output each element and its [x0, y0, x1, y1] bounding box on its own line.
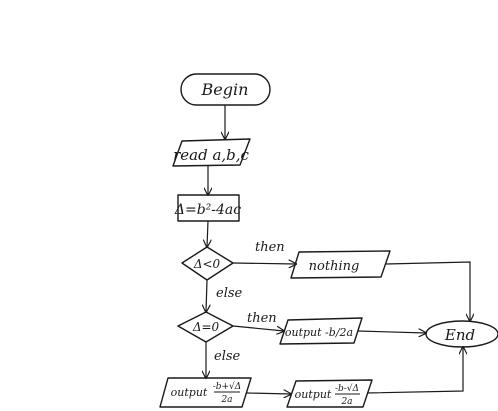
arrow-decision-negative-then — [232, 263, 296, 264]
output-plus-root-label: output — [171, 386, 208, 399]
arrow-single-root-to-end — [357, 331, 426, 333]
arrow-plus-root-to-minus-root — [246, 393, 291, 394]
output-plus-root-denominator: 2a — [220, 395, 232, 405]
decision-delta-negative-label: Δ<0 — [193, 257, 221, 271]
then-label-2: then — [247, 311, 277, 326]
decision-delta-zero-label: Δ=0 — [192, 320, 220, 334]
begin-label: Begin — [201, 80, 249, 99]
delta-process-label: Δ=b²-4ac — [174, 202, 241, 218]
output-minus-root-numerator: -b-√Δ — [335, 383, 359, 394]
output-plus-root-parallelogram — [159, 377, 252, 408]
arrow-nothing-to-end — [385, 261, 470, 321]
output-minus-root-denominator: 2a — [340, 397, 352, 407]
arrow-delta-to-decision — [207, 220, 208, 247]
else-label-2: else — [214, 349, 241, 364]
output-plus-root-numerator: -b+√Δ — [213, 381, 242, 392]
end-label: End — [444, 326, 475, 344]
output-single-root-parallelogram — [279, 317, 363, 345]
arrow-decision-negative-else — [206, 279, 207, 312]
output-minus-root-parallelogram — [286, 379, 373, 408]
then-label-1: then — [255, 240, 285, 255]
else-label-1: else — [216, 286, 243, 301]
nothing-output-label: nothing — [309, 259, 360, 274]
arrow-minus-root-to-end — [366, 347, 463, 394]
arrow-decision-zero-then — [232, 325, 284, 331]
nothing-output-parallelogram — [290, 250, 391, 279]
output-single-root-label: output -b/2a — [285, 326, 353, 339]
read-input-label: read a,b,c — [173, 146, 249, 164]
output-minus-root-label: output — [295, 388, 332, 401]
